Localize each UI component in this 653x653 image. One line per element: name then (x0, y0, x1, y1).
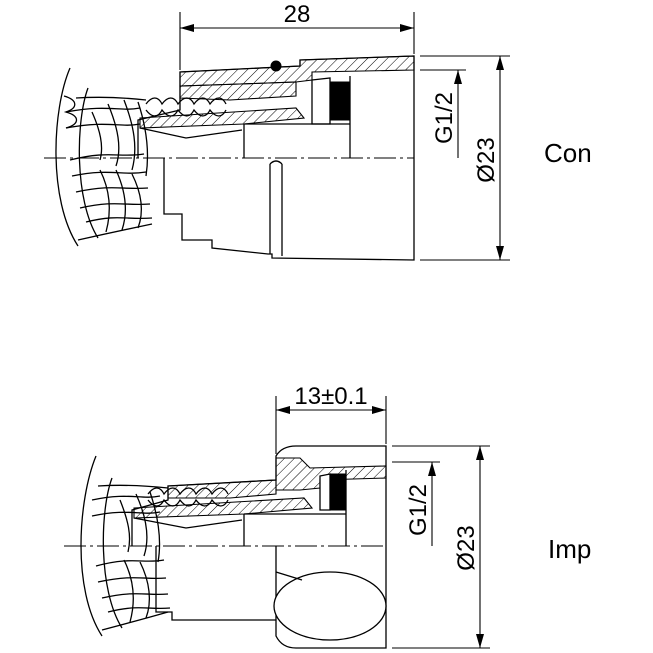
dimension-length-top: 28 (179, 1, 415, 70)
view-label-imp: Imp (548, 534, 591, 564)
exterior-lower-top (163, 158, 415, 261)
dimension-length-bottom: 13±0.1 (275, 383, 387, 454)
hose-bottom (80, 455, 171, 637)
thread-dim-label-top: G1/2 (431, 92, 458, 144)
fitting-con-view: 28 G1/2 Ø23 Con (44, 1, 592, 261)
length-dim-label-bottom: 13±0.1 (294, 383, 367, 410)
fitting-imp-view: 13±0.1 G1/2 Ø23 Imp (64, 383, 591, 649)
gasket-bottom (329, 473, 347, 511)
hose-top (55, 67, 153, 247)
diameter-dim-label-bottom: Ø23 (453, 525, 480, 570)
dimension-diameter-bottom: Ø23 (392, 445, 490, 649)
exterior-lower-bottom (155, 546, 387, 649)
gasket-top (329, 81, 351, 121)
dimension-thread-bottom: G1/2 (392, 461, 440, 546)
o-ring-top (270, 60, 282, 72)
view-label-con: Con (544, 138, 592, 168)
section-upper-bottom (131, 445, 387, 546)
hose-corrugations-top (65, 99, 153, 233)
hose-corrugations-bottom (91, 491, 171, 623)
diameter-dim-label-top: Ø23 (473, 137, 500, 182)
section-upper-top (137, 55, 415, 158)
dimension-diameter-top: Ø23 (420, 55, 510, 261)
length-dim-label-top: 28 (284, 1, 311, 28)
nut-flat (273, 571, 387, 641)
thread-dim-label-bottom: G1/2 (405, 484, 432, 536)
dimension-thread-top: G1/2 (420, 69, 466, 158)
